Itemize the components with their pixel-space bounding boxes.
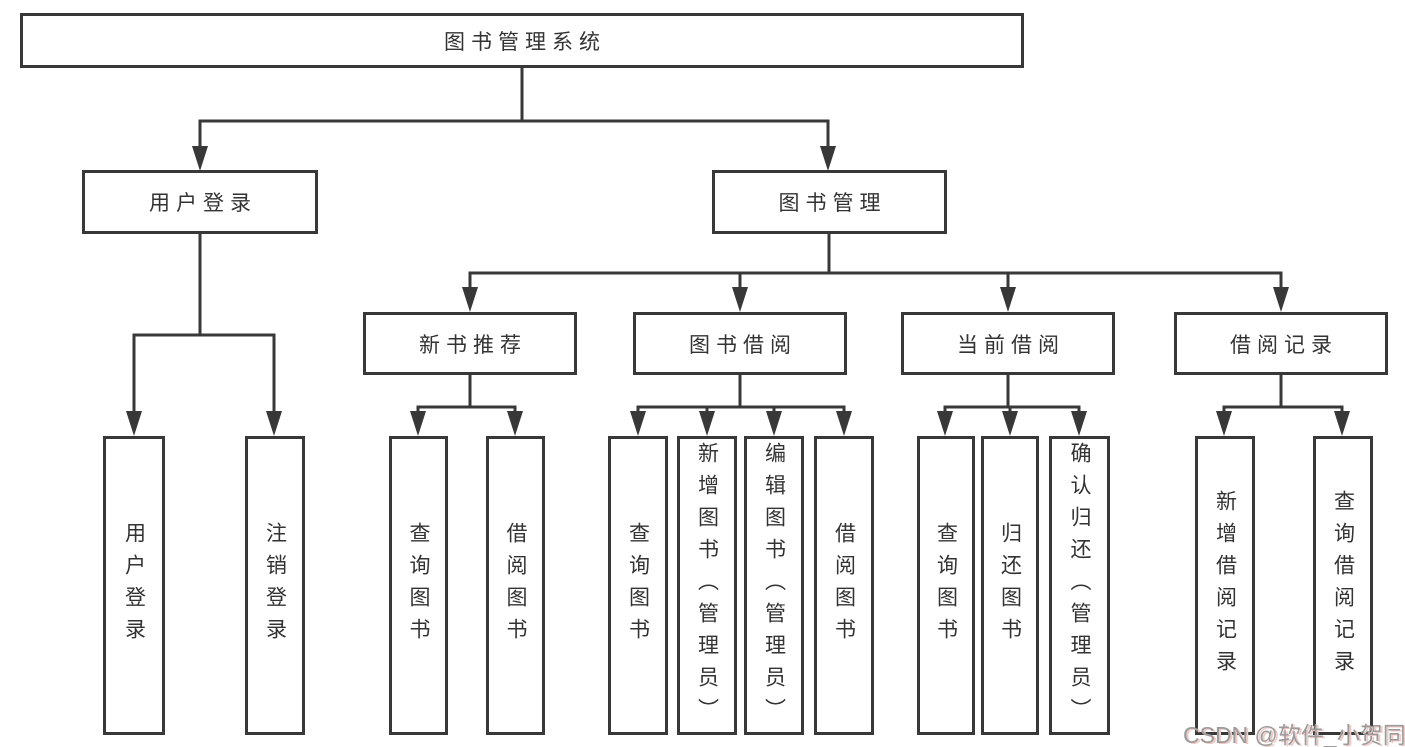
leaf-logout: 注销登录 (245, 436, 305, 735)
leaf-edit-books-admin-label: 编辑图书（管理员） (762, 441, 786, 730)
node-book-borrowing: 图书借阅 (633, 312, 847, 375)
node-current-borrowing-label: 当前借阅 (957, 333, 1065, 357)
leaf-query-borrow-record-label: 查询借阅记录 (1331, 489, 1355, 682)
leaf-return-books: 归还图书 (981, 436, 1039, 735)
node-book-borrowing-label: 图书借阅 (689, 333, 797, 357)
leaf-add-borrow-record-label: 新增借阅记录 (1213, 489, 1237, 682)
node-borrowing-records: 借阅记录 (1174, 312, 1388, 375)
node-user-login: 用户登录 (82, 170, 318, 234)
leaf-current-query-books: 查询图书 (917, 436, 975, 735)
leaf-borrow-books: 借阅图书 (814, 436, 874, 735)
leaf-add-borrow-record: 新增借阅记录 (1195, 436, 1255, 735)
node-book-management: 图书管理 (712, 170, 947, 234)
leaf-query-borrow-record: 查询借阅记录 (1313, 436, 1373, 735)
leaf-return-books-label: 归还图书 (998, 521, 1022, 650)
node-new-book-recommendation-label: 新书推荐 (419, 333, 527, 357)
leaf-current-query-books-label: 查询图书 (934, 521, 958, 650)
leaf-user-login-label: 用户登录 (122, 521, 146, 650)
leaf-borrowing-query-books: 查询图书 (608, 436, 668, 735)
leaf-recommend-borrow-books-label: 借阅图书 (504, 521, 527, 650)
leaf-confirm-return-admin: 确认归还（管理员） (1049, 436, 1110, 735)
node-book-management-label: 图书管理 (778, 192, 887, 215)
node-current-borrowing: 当前借阅 (901, 312, 1115, 375)
leaf-user-login: 用户登录 (103, 436, 165, 735)
leaf-logout-label: 注销登录 (263, 521, 287, 650)
leaf-borrowing-query-books-label: 查询图书 (626, 521, 650, 650)
leaf-borrow-books-label: 借阅图书 (832, 521, 856, 650)
leaf-recommend-query-books-label: 查询图书 (407, 521, 430, 650)
watermark: CSDN @软件_小贺同学 (1183, 722, 1405, 747)
leaf-add-books-admin-label: 新增图书（管理员） (695, 441, 719, 730)
node-user-login-label: 用户登录 (149, 192, 257, 215)
node-library-system: 图书管理系统 (20, 13, 1024, 68)
leaf-add-books-admin: 新增图书（管理员） (677, 436, 737, 735)
leaf-confirm-return-admin-label: 确认归还（管理员） (1068, 441, 1091, 730)
node-library-system-label: 图书管理系统 (444, 30, 606, 54)
node-borrowing-records-label: 借阅记录 (1230, 333, 1338, 357)
node-new-book-recommendation: 新书推荐 (363, 312, 577, 375)
leaf-edit-books-admin: 编辑图书（管理员） (744, 436, 804, 735)
leaf-recommend-query-books: 查询图书 (389, 436, 448, 735)
leaf-recommend-borrow-books: 借阅图书 (486, 436, 545, 735)
